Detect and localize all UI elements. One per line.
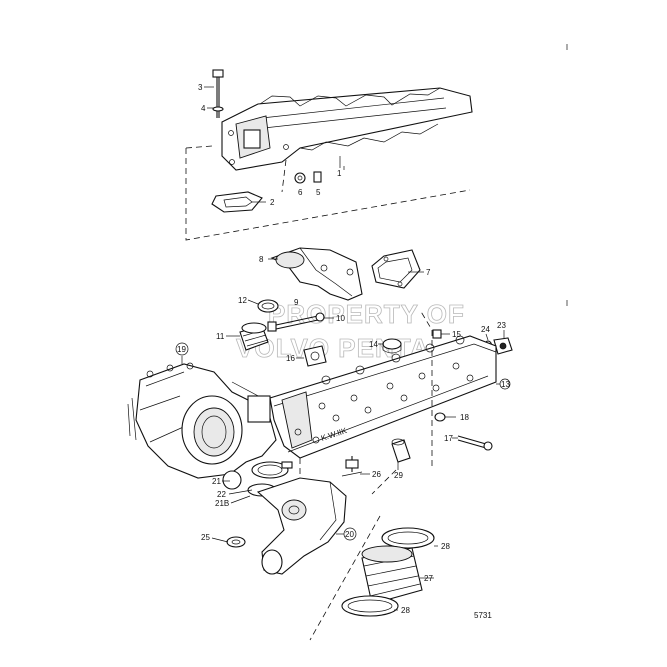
exhaust-manifold-13: K.W.IIK <box>269 335 497 459</box>
callout-13: 13 <box>501 380 510 389</box>
callout-5: 5 <box>316 188 321 197</box>
callout-20: 20 <box>345 530 354 539</box>
plug-14 <box>382 338 402 350</box>
bolt-10 <box>267 312 325 332</box>
hose-27 <box>361 545 423 605</box>
plug-15 <box>432 329 442 339</box>
callout-27: 27 <box>424 574 433 583</box>
callout-26: 26 <box>372 470 381 479</box>
plug-5 <box>313 171 322 183</box>
alignment-line-lower <box>419 309 433 466</box>
callout-4: 4 <box>201 104 206 113</box>
callout-15: 15 <box>452 330 461 339</box>
callout-28-lower: 28 <box>401 606 410 615</box>
stud-17 <box>457 435 493 451</box>
callout-21b: 21B <box>215 499 229 508</box>
callout-24: 24 <box>481 325 490 334</box>
exhaust-elbow-8 <box>270 247 363 301</box>
callout-10: 10 <box>336 314 345 323</box>
callout-14: 14 <box>369 340 378 349</box>
callout-25: 25 <box>201 533 210 542</box>
callout-21: 21 <box>212 477 221 486</box>
plug-23 <box>493 337 513 355</box>
valve-26 <box>341 456 363 477</box>
callout-16: 16 <box>286 354 295 363</box>
hose-clamp-28-lower <box>341 595 399 617</box>
callout-9: 9 <box>294 298 299 307</box>
callout-3: 3 <box>198 83 203 92</box>
exhaust-elbow-20 <box>256 477 347 575</box>
callout-22: 22 <box>217 490 226 499</box>
callout-17: 17 <box>444 434 453 443</box>
callout-6: 6 <box>298 188 303 197</box>
callout-28-upper: 28 <box>441 542 450 551</box>
figure-number: 5731 <box>474 611 492 620</box>
callout-23: 23 <box>497 321 506 330</box>
gasket-16 <box>303 345 327 367</box>
plug-29 <box>391 438 411 463</box>
nut-6 <box>294 172 306 184</box>
callout-12: 12 <box>238 296 247 305</box>
alignment-line-upper <box>185 148 471 241</box>
callout-18: 18 <box>460 413 469 422</box>
clamp-22 <box>251 461 293 479</box>
o-ring-12 <box>257 299 279 313</box>
bellows-11 <box>239 322 269 351</box>
callout-19: 19 <box>177 345 186 354</box>
callouts: 1 2 3 4 5 6 7 8 9 10 11 12 13 14 15 16 1… <box>175 83 510 615</box>
callout-11: 11 <box>216 332 225 341</box>
callout-2: 2 <box>270 198 275 207</box>
gasket-7 <box>371 249 421 289</box>
callout-1: 1 <box>337 169 342 178</box>
nut-18 <box>434 412 446 422</box>
bolt-3 <box>212 69 224 118</box>
callout-29: 29 <box>394 471 403 480</box>
callout-7: 7 <box>426 268 431 277</box>
washer-25 <box>226 536 246 548</box>
plug-21 <box>222 470 242 490</box>
hose-clamp-28-upper <box>381 527 435 549</box>
gasket-2 <box>211 191 263 213</box>
alignment-line-hose <box>309 515 381 641</box>
intake-manifold <box>221 87 473 171</box>
callout-8: 8 <box>259 255 264 264</box>
turbocharger-19 <box>127 362 277 479</box>
